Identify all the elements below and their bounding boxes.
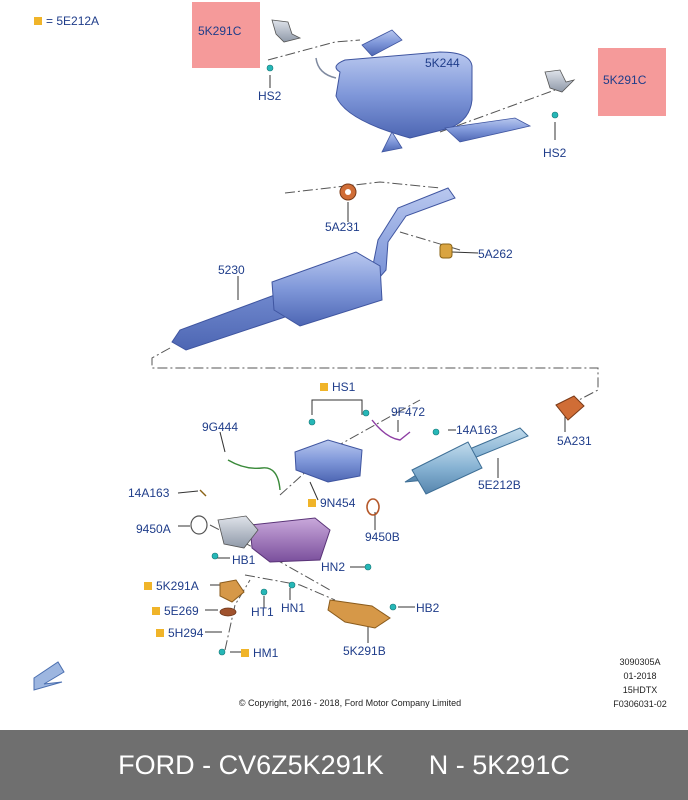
label-5k291c-right[interactable]: 5K291C [603,73,647,87]
marker-5k291a [144,582,152,590]
marker-5h294 [156,629,164,637]
meta-line-2: 01-2018 [623,671,657,681]
label-hs1-text: HS1 [332,380,356,394]
heat-shield [294,439,363,483]
sensors [199,419,411,497]
label-9450b[interactable]: 9450B [365,530,400,544]
label-hs2-left[interactable]: HS2 [258,89,282,103]
label-hm1-text: HM1 [253,646,279,660]
footer-spacer [384,750,429,780]
highlight-5k291c-left [192,2,260,68]
legend-marker [34,17,42,25]
label-5k291a-text: 5K291A [156,579,199,593]
label-5e212b[interactable]: 5E212B [478,478,521,492]
marker-hs1 [320,383,328,391]
exhaust-diagram-drawing [33,19,599,691]
legend: = 5E212A [34,14,99,28]
label-5k291a[interactable]: 5K291A [144,579,199,593]
meta-line-3: 15HDTX [622,685,658,695]
label-9n454[interactable]: 9N454 [308,496,355,510]
label-9n454-text: 9N454 [320,496,356,510]
label-14a163-right[interactable]: 14A163 [456,423,498,437]
label-hm1[interactable]: HM1 [241,646,278,660]
marker-9n454 [308,499,316,507]
label-hb2[interactable]: HB2 [416,601,440,615]
label-5e269-text: 5E269 [164,604,199,618]
hanger-brackets [271,19,576,93]
label-5e269[interactable]: 5E269 [152,604,199,618]
catalytic-converter [217,515,331,563]
footer-item-code: N - 5K291C [428,750,570,780]
direction-arrow [33,661,65,691]
label-9f472[interactable]: 9F472 [391,405,426,419]
marker-5e269 [152,607,160,615]
label-14a163-left[interactable]: 14A163 [128,486,170,500]
label-9450a[interactable]: 9450A [136,522,171,536]
label-5h294-text: 5H294 [168,626,204,640]
rear-muffler [315,29,532,153]
label-5k291c-left[interactable]: 5K291C [198,24,242,38]
label-9g444[interactable]: 9G444 [202,420,239,434]
gaskets [190,498,380,535]
legend-text: = 5E212A [46,14,100,28]
front-pipe [404,427,529,495]
label-hn1[interactable]: HN1 [281,601,306,615]
exhaust-parts-diagram: = 5E212A 5K291C 5K291C HS2 HS2 5K244 5A2… [33,2,680,711]
label-hs1[interactable]: HS1 [320,380,355,394]
small-fittings [339,183,585,421]
label-5k291b[interactable]: 5K291B [343,644,386,658]
mounting-brackets [219,579,391,629]
label-5h294[interactable]: 5H294 [156,626,203,640]
footer-part-number: FORD - CV6Z5K291K [118,750,384,780]
footer-bar: FORD - CV6Z5K291K N - 5K291C [0,730,688,800]
illustration-meta: 3090305A 01-2018 15HDTX F0306031-02 [600,655,680,711]
meta-line-1: 3090305A [619,657,661,667]
label-5a231-bottom[interactable]: 5A231 [557,434,592,448]
highlight-5k291c-right [598,48,666,116]
label-hs2-right[interactable]: HS2 [543,146,567,160]
label-5a231-top[interactable]: 5A231 [325,220,360,234]
marker-hm1 [241,649,249,657]
copyright-notice: © Copyright, 2016 - 2018, Ford Motor Com… [238,698,462,708]
label-5k244[interactable]: 5K244 [425,56,460,70]
label-hb1[interactable]: HB1 [232,553,256,567]
label-hn2[interactable]: HN2 [321,560,346,574]
intermediate-pipe [171,187,456,351]
label-ht1[interactable]: HT1 [251,605,274,619]
meta-line-4: F0306031-02 [613,699,667,709]
label-5a262[interactable]: 5A262 [478,247,513,261]
label-5230[interactable]: 5230 [218,263,245,277]
fastener-hardware [211,64,559,656]
